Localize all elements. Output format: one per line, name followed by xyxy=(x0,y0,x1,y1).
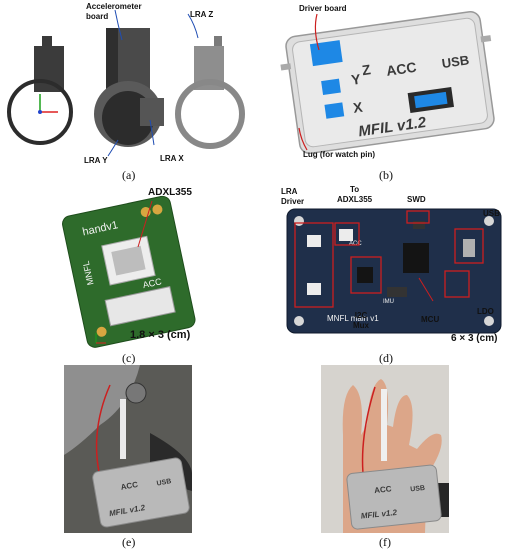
highlight-boxes xyxy=(294,210,484,308)
ring-renders xyxy=(7,9,245,157)
case-label-x: X xyxy=(352,99,364,116)
label-lra-driver: LRA Driver xyxy=(281,187,305,206)
label-lra-z: LRA Z xyxy=(190,10,214,19)
panel-a: Accelerometer board LRA Z LRA Y LRA X (a… xyxy=(0,0,257,182)
caption-e: (e) xyxy=(122,535,136,549)
ring-front-view xyxy=(7,36,73,145)
label-mcu: MCU xyxy=(421,315,440,324)
accelerometer-pcb: handv1 MNFL ACC xyxy=(62,195,196,348)
annotation-arrows xyxy=(298,13,320,151)
label-lra-x: LRA X xyxy=(160,154,184,163)
pcb-acc: ACC xyxy=(349,241,362,247)
case-title: MFIL v1.2 xyxy=(360,508,398,521)
caption-c: (c) xyxy=(122,351,136,365)
pcb-brand: MNFL xyxy=(81,260,96,286)
label-i2c-mux: I2C Mux xyxy=(353,311,369,330)
panel-b: Y Z ACC USB X MFIL v1.2 Driver board Lug… xyxy=(257,0,514,182)
caption-d: (d) xyxy=(379,351,393,365)
caption-b: (b) xyxy=(379,168,393,182)
pcb-name: MNFL main v1 xyxy=(327,314,379,323)
case-label-usb: USB xyxy=(156,478,172,487)
label-to-adxl355: To ADXL355 xyxy=(337,185,373,204)
axis-icon xyxy=(95,333,106,344)
caption-f: (f) xyxy=(379,535,391,549)
label-lra-y: LRA Y xyxy=(84,156,108,165)
ring-isometric-view xyxy=(94,28,164,147)
label-usb: USB xyxy=(483,209,500,218)
case-render: Y Z ACC USB X MFIL v1.2 xyxy=(280,10,495,155)
ring-side-view xyxy=(175,36,245,149)
label-swd: SWD xyxy=(407,195,426,204)
label-adxl355: ADXL355 xyxy=(148,187,192,198)
case-label-usb: USB xyxy=(441,52,470,71)
photo-on-table: ACC USB MFIL v1.2 xyxy=(64,365,192,533)
photo-on-hand: ACC USB MFIL v1.2 xyxy=(321,365,449,533)
label-board-size: 1.8 × 3 (cm) xyxy=(130,329,191,341)
label-accelerometer-board: Accelerometer board xyxy=(86,2,142,21)
case-label-usb: USB xyxy=(410,485,425,494)
label-driver-board: Driver board xyxy=(299,4,347,13)
pcb-imu: IMU xyxy=(383,299,394,305)
annotation-arrows xyxy=(107,9,199,157)
case-label-y: Y xyxy=(350,71,362,88)
label-board-size: 6 × 3 (cm) xyxy=(451,333,498,344)
pcb-acc: ACC xyxy=(142,276,163,290)
panel-d: MNFL main v1 ACC IMU LRA Driver To ADXL3… xyxy=(257,183,514,365)
driver-pcb: MNFL main v1 ACC IMU xyxy=(286,208,502,334)
label-ldo: LDO xyxy=(477,307,494,316)
label-lug: Lug (for watch pin) xyxy=(303,150,375,159)
case-label-acc: ACC xyxy=(374,484,392,495)
caption-a: (a) xyxy=(122,168,136,182)
panel-c: handv1 MNFL ACC ADXL355 1.8 × 3 (cm) (c) xyxy=(0,183,257,365)
panel-f: ACC USB MFIL v1.2 (f) xyxy=(257,365,514,550)
case-label-acc: ACC xyxy=(385,59,417,79)
case-label-z: Z xyxy=(361,61,372,78)
case-label-acc: ACC xyxy=(120,480,139,492)
panel-e: ACC USB MFIL v1.2 (e) xyxy=(0,365,257,550)
